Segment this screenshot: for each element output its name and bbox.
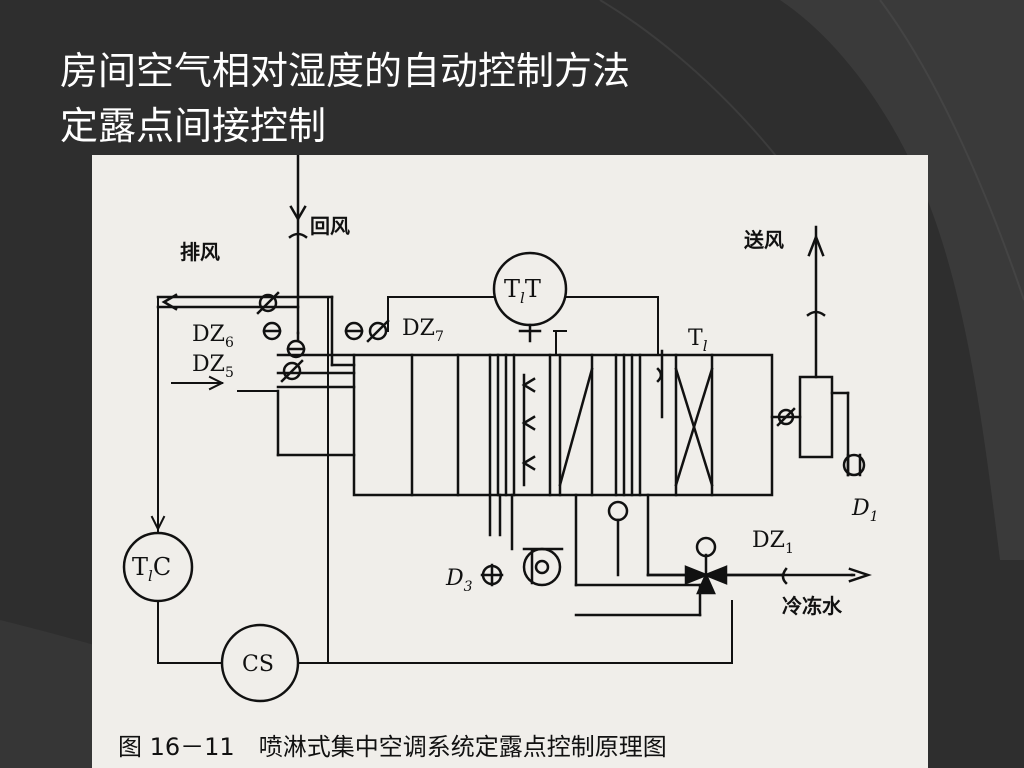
cs-label: CS	[242, 652, 274, 677]
chilled-water-label: 冷冻水	[782, 594, 843, 618]
gauge	[607, 500, 717, 577]
dz7-label: DZ7	[402, 316, 444, 345]
three-way-valve-dz1	[684, 553, 728, 595]
fan-d1	[842, 453, 866, 477]
return-air-label: 回风	[310, 214, 350, 238]
damper-dz5	[280, 339, 306, 383]
d1-label: D1	[851, 496, 879, 525]
supply-air-label: 送风	[744, 228, 784, 252]
decorative-arc	[780, 0, 1024, 560]
dew-point-controller-tlc	[122, 531, 194, 603]
control-wiring	[150, 296, 733, 664]
dz1-label: DZ1	[752, 528, 794, 557]
scanned-figure: 回风 排风 送风 冷冻水 DZ6 DZ5 DZ7 DZ1 TlT TlC CS …	[92, 155, 928, 768]
exhaust-air-duct	[156, 293, 334, 367]
d3-label: D3	[445, 566, 473, 595]
tlc-label: TlC	[132, 553, 171, 585]
dew-point-control-diagram: 回风 排风 送风 冷冻水 DZ6 DZ5 DZ7 DZ1 TlT TlC CS …	[118, 155, 879, 761]
pump-d3	[480, 547, 564, 587]
slide-title: 房间空气相对湿度的自动控制方法	[60, 49, 631, 93]
supply-air-duct	[770, 225, 850, 477]
dew-point-sensor-tlt	[492, 251, 568, 343]
fresh-air-duct	[276, 353, 356, 457]
figure-caption: 图 16－11 喷淋式集中空调系统定露点控制原理图	[118, 733, 667, 761]
return-air-duct	[288, 155, 308, 342]
supply-damper	[776, 407, 796, 427]
exhaust-air-label: 排风	[180, 240, 220, 264]
dz6-label: DZ6	[192, 322, 234, 351]
tlt-label: TlT	[504, 275, 541, 307]
air-handling-unit	[352, 353, 774, 497]
selector-switch-cs	[220, 623, 300, 703]
damper-dz7	[344, 319, 390, 343]
tl-label: Tl	[688, 326, 708, 355]
water-piping	[488, 493, 708, 617]
chilled-water-line	[646, 567, 872, 585]
air-flow-arrows	[171, 375, 279, 392]
damper-dz6	[256, 291, 282, 341]
dz5-label: DZ5	[192, 352, 234, 381]
temperature-element-tl	[656, 349, 664, 419]
slide-subtitle: 定露点间接控制	[60, 104, 327, 148]
